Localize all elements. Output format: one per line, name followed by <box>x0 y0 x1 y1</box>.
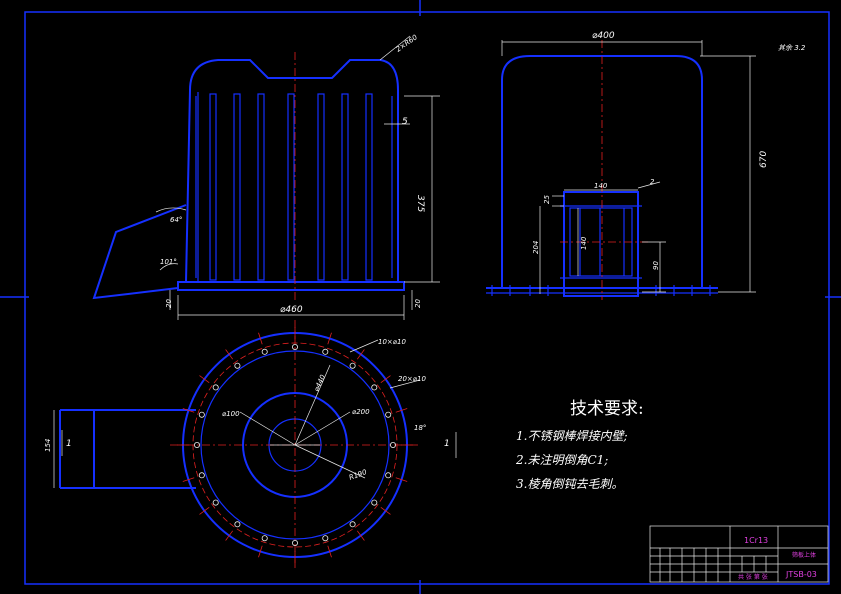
bolt-hole <box>291 540 298 547</box>
bolt-hole <box>349 521 356 528</box>
side-dim-90: 90 <box>652 261 660 270</box>
bolt-hole <box>389 441 396 448</box>
hole-center-tick <box>327 332 332 345</box>
hole-center-tick <box>395 408 408 413</box>
hole-center-tick <box>327 545 332 558</box>
front-dim-dia460: ⌀460 <box>280 305 303 315</box>
front-dim-slot: 5 <box>402 117 408 127</box>
bolt-hole <box>198 411 205 418</box>
hole-center-tick <box>225 349 234 360</box>
bolt-hole <box>322 535 329 542</box>
top-dim-angle18: 18° <box>414 424 426 432</box>
bolt-hole <box>212 384 219 391</box>
front-dim-angle101: 101° <box>160 258 177 266</box>
side-dim-670: 670 <box>759 151 769 168</box>
front-dim-base-left: 20 <box>165 299 173 308</box>
title-block-part-name: 筛板上体 <box>792 551 816 559</box>
top-dim-dia440: ⌀440 <box>313 373 328 393</box>
bolt-hole <box>385 411 392 418</box>
technical-requirements: 技术要求: 1.不锈钢棒焊接内壁; 2.未注明倒角C1; 3.棱角倒钝去毛刺。 <box>515 399 644 491</box>
front-dim-radius: 2×R60 <box>395 33 420 54</box>
requirement-item: 1.不锈钢棒焊接内壁; <box>516 429 628 443</box>
requirements-title: 技术要求: <box>570 399 644 419</box>
bolt-hole <box>261 535 268 542</box>
hole-center-tick <box>258 332 263 345</box>
top-dim-holes20: 20×⌀10 <box>398 375 426 383</box>
hole-center-tick <box>199 375 210 384</box>
bolt-hole <box>349 362 356 369</box>
bolt-hole <box>261 348 268 355</box>
surface-finish-note: 其余 3.2 <box>778 44 806 52</box>
title-block-drawing-no: JTSB-03 <box>785 570 817 579</box>
top-dim-holes10: 10×⌀10 <box>378 338 406 346</box>
drawing-border <box>24 11 830 585</box>
title-block-material: 1Cr13 <box>744 536 768 545</box>
slot-group <box>209 93 373 281</box>
bolt-hole <box>234 521 241 528</box>
side-dim-wall: 2 <box>650 178 655 186</box>
side-dim-dia400: ⌀400 <box>592 31 615 41</box>
hole-center-tick <box>182 408 195 413</box>
top-dim-dia100: ⌀100 <box>222 410 240 418</box>
top-view: 1 1 10×⌀10 20×⌀10 ⌀440 ⌀100 ⌀200 R190 18… <box>44 320 457 570</box>
bolt-hole <box>193 441 200 448</box>
top-dim-r190: R190 <box>348 468 368 482</box>
hole-center-tick <box>199 506 210 515</box>
top-dim-154: 154 <box>44 439 52 452</box>
section-mark-right: 1 <box>444 439 450 449</box>
hole-center-tick <box>356 349 365 360</box>
side-dim-25: 25 <box>543 195 551 204</box>
hole-center-tick <box>395 477 408 482</box>
hole-center-tick <box>182 477 195 482</box>
bolt-hole <box>371 384 378 391</box>
front-dim-base-right: 20 <box>414 299 422 308</box>
requirement-item: 2.未注明倒角C1; <box>515 453 608 467</box>
bolt-hole <box>371 499 378 506</box>
hole-center-tick <box>380 375 391 384</box>
bolt-hole <box>198 472 205 479</box>
bolt-hole <box>385 472 392 479</box>
side-dim-140: 140 <box>594 182 608 190</box>
hole-center-tick <box>225 530 234 541</box>
side-view: ⌀400 670 140 2 25 204 140 90 <box>486 31 769 300</box>
bolt-hole <box>322 348 329 355</box>
front-dim-375: 375 <box>415 195 425 212</box>
bolt-hole <box>234 362 241 369</box>
title-block: 1Cr13 筛板上体 JTSB-03 共 张 第 张 <box>649 525 829 583</box>
top-dim-dia200: ⌀200 <box>352 408 370 416</box>
hole-center-tick <box>380 506 391 515</box>
title-block-scale-note: 共 张 第 张 <box>738 573 768 581</box>
front-dim-angle64: 64° <box>170 216 182 224</box>
side-dim-204: 204 <box>532 241 540 254</box>
front-view: ⌀460 375 5 2×R60 64° 101° 20 20 <box>92 33 440 320</box>
bolt-hole <box>291 343 298 350</box>
hole-center-tick <box>258 545 263 558</box>
side-dim-140-vert: 140 <box>580 236 588 250</box>
bolt-hole <box>212 499 219 506</box>
section-mark-left: 1 <box>66 439 72 449</box>
requirement-item: 3.棱角倒钝去毛刺。 <box>516 477 623 491</box>
hole-center-tick <box>356 530 365 541</box>
